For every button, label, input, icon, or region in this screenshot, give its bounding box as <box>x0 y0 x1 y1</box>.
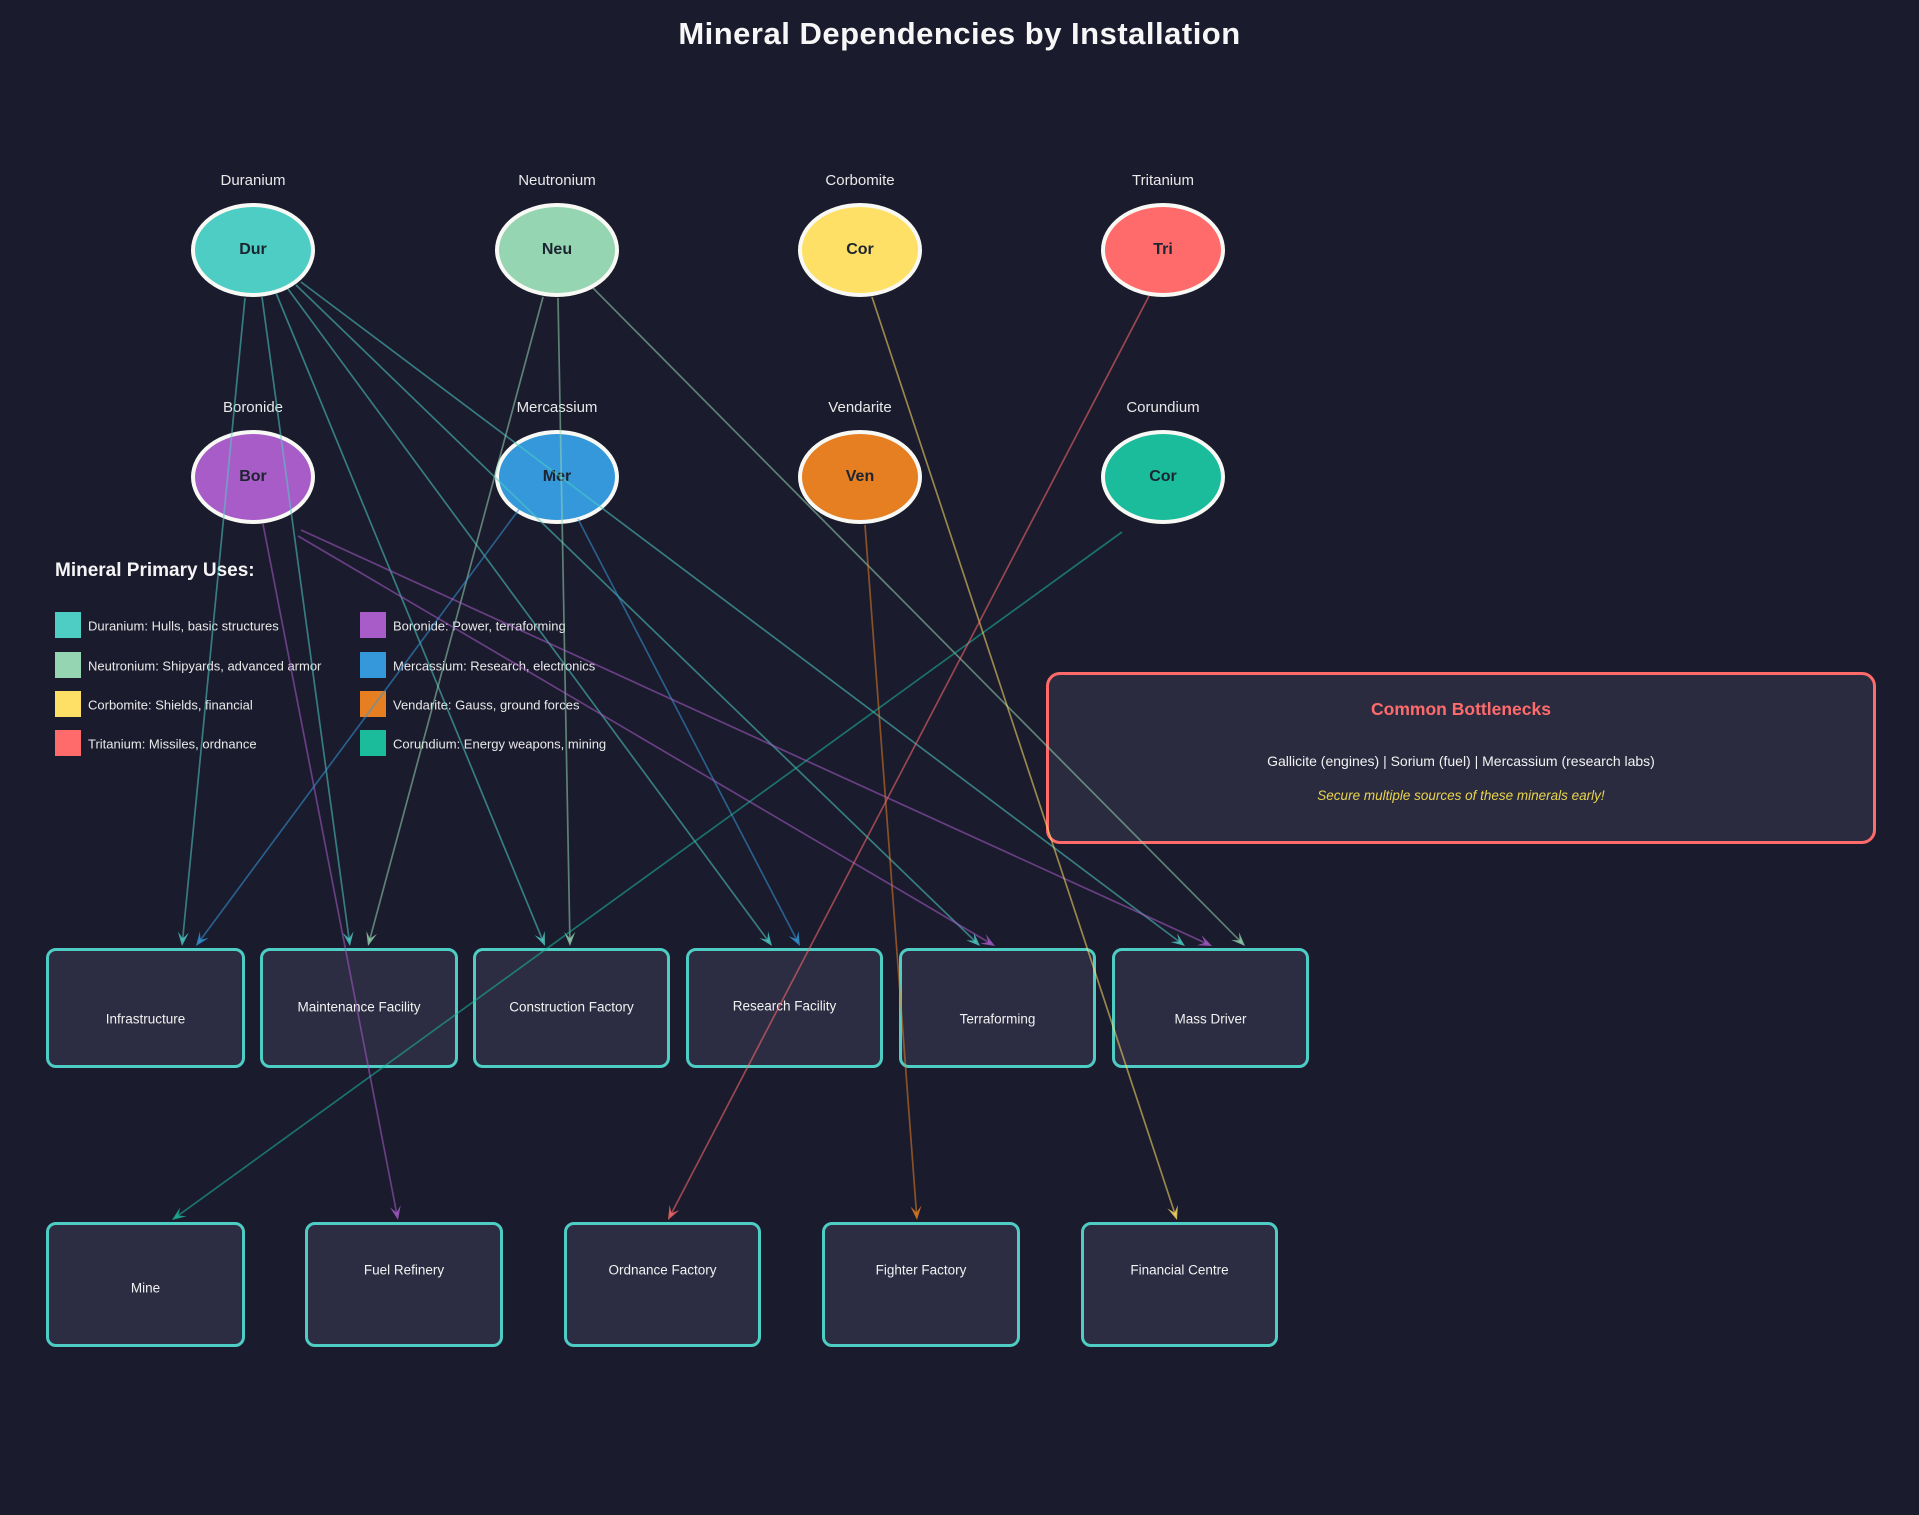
installation-label: Fighter Factory <box>875 1262 967 1278</box>
mineral-node-boronide: Bor <box>191 430 315 524</box>
legend-heading: Mineral Primary Uses: <box>55 560 255 581</box>
mineral-label-duranium: Duranium <box>220 172 286 189</box>
mineral-node-vendarite: Ven <box>798 430 922 524</box>
mineral-abbr: Cor <box>846 241 874 258</box>
legend-text-3: Tritanium: Missiles, ordnance <box>88 736 257 752</box>
installation-label: Maintenance Facility <box>297 999 421 1015</box>
installation-label: Terraforming <box>959 1011 1036 1027</box>
mineral-abbr: Cor <box>1149 468 1177 485</box>
legend-swatch-2 <box>55 691 81 717</box>
mineral-label-corundium: Corundium <box>1126 399 1200 416</box>
mineral-label-vendarite: Vendarite <box>828 399 892 416</box>
mineral-node-corundium: Cor <box>1101 430 1225 524</box>
bottlenecks-minerals-line: Gallicite (engines) | Sorium (fuel) | Me… <box>1267 753 1655 769</box>
mineral-label-mercassium: Mercassium <box>516 399 598 416</box>
installation-financialcentre: Financial Centre <box>1081 1222 1278 1347</box>
mineral-abbr: Tri <box>1153 241 1173 258</box>
installation-label: Mass Driver <box>1174 1011 1247 1027</box>
mineral-abbr: Bor <box>239 468 267 485</box>
mineral-node-duranium: Dur <box>191 203 315 297</box>
legend-text-0: Duranium: Hulls, basic structures <box>88 618 279 634</box>
edge-dur-terraforming <box>295 284 980 946</box>
installation-label: Construction Factory <box>509 999 634 1015</box>
mineral-abbr: Dur <box>239 241 267 258</box>
legend-text-1: Neutronium: Shipyards, advanced armor <box>88 658 322 674</box>
installation-fuelrefinery: Fuel Refinery <box>305 1222 503 1347</box>
installation-label: Fuel Refinery <box>363 1262 445 1278</box>
installation-fighterfactory: Fighter Factory <box>822 1222 1020 1347</box>
installation-maintenance: Maintenance Facility <box>260 948 458 1068</box>
mineral-label-corbomite: Corbomite <box>825 172 895 189</box>
bottlenecks-advice-line: Secure multiple sources of these mineral… <box>1317 788 1605 803</box>
legend-text-6: Vendarite: Gauss, ground forces <box>393 697 580 713</box>
installation-infrastructure: Infrastructure <box>46 948 245 1068</box>
legend-swatch-1 <box>55 652 81 678</box>
mineral-abbr: Ven <box>845 468 875 485</box>
edge-mer-research <box>577 518 800 946</box>
bottlenecks-title: Common Bottlenecks <box>1371 699 1551 719</box>
legend-swatch-4 <box>360 612 386 638</box>
legend-swatch-0 <box>55 612 81 638</box>
edge-ven-fighterfactory <box>864 524 922 1220</box>
installation-massdriver: Mass Driver <box>1112 948 1309 1068</box>
installation-mine: Mine <box>46 1222 245 1347</box>
edge-cor-mine <box>172 531 1123 1220</box>
installation-label: Mine <box>130 1280 161 1296</box>
legend-text-2: Corbomite: Shields, financial <box>88 697 253 713</box>
mineral-node-corbomite: Cor <box>798 203 922 297</box>
legend-text-5: Mercassium: Research, electronics <box>393 658 596 674</box>
mineral-label-tritanium: Tritanium <box>1132 172 1194 189</box>
common-bottlenecks-panel: Common Bottlenecks Gallicite (engines) |… <box>1046 672 1876 844</box>
edge-dur-massdriver <box>300 281 1185 946</box>
mineral-label-neutronium: Neutronium <box>518 172 596 189</box>
mineral-label-boronide: Boronide <box>222 399 284 416</box>
legend-swatch-5 <box>360 652 386 678</box>
installation-label: Financial Centre <box>1130 1262 1229 1278</box>
installation-construction: Construction Factory <box>473 948 670 1068</box>
legend-swatch-7 <box>360 730 386 756</box>
mineral-node-neutronium: Neu <box>495 203 619 297</box>
installation-terraforming: Terraforming <box>899 948 1096 1068</box>
mineral-node-tritanium: Tri <box>1101 203 1225 297</box>
installation-research: Research Facility <box>686 948 883 1068</box>
legend-text-7: Corundium: Energy weapons, mining <box>393 736 607 752</box>
mineral-abbr: Neu <box>541 241 573 258</box>
page-title: Mineral Dependencies by Installation <box>678 16 1241 51</box>
installation-ordnancefactory: Ordnance Factory <box>564 1222 761 1347</box>
legend-text-4: Boronide: Power, terraforming <box>393 618 566 634</box>
installation-label: Ordnance Factory <box>608 1262 717 1278</box>
installation-label: Research Facility <box>732 998 837 1014</box>
edge-neu-massdriver <box>592 287 1245 946</box>
mineral-abbr: Mer <box>542 468 572 485</box>
legend-swatch-3 <box>55 730 81 756</box>
legend-swatch-6 <box>360 691 386 717</box>
installation-label: Infrastructure <box>105 1011 186 1027</box>
mineral-node-mercassium: Mer <box>495 430 619 524</box>
